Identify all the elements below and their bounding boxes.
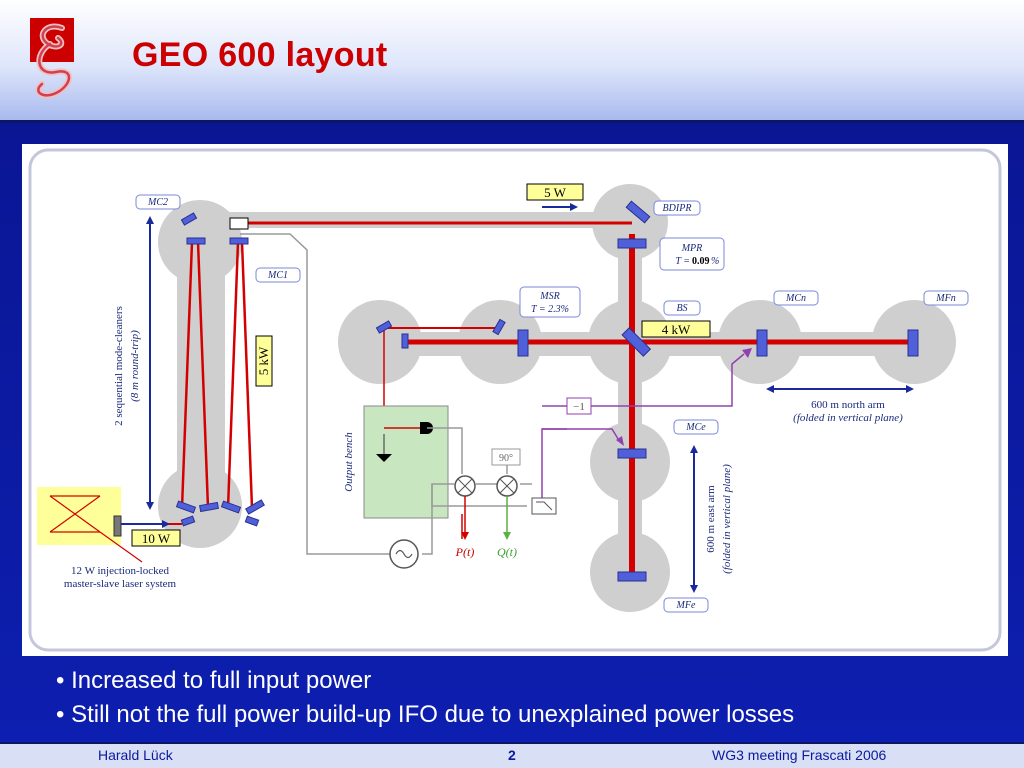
svg-text:2 sequential mode-cleaners: 2 sequential mode-cleaners — [113, 306, 125, 426]
phase-shift-label: 90° — [499, 453, 513, 464]
bullet-item: • Still not the full power build-up IFO … — [56, 701, 795, 728]
geo-logo — [30, 18, 74, 99]
label-mc2: MC2 — [147, 197, 168, 208]
output-bench-label: Output bench — [343, 432, 355, 492]
laser-caption-1: 12 W injection-locked — [71, 565, 169, 577]
label-mfe: MFe — [676, 600, 696, 611]
signal-wiring — [240, 233, 532, 555]
slide-header: GEO 600 layout — [0, 0, 1024, 120]
label-mfn: MFn — [935, 293, 955, 304]
mode-cleaners-annotation: 2 sequential mode-cleaners (8 m round-tr… — [113, 216, 154, 510]
label-mpr: MPR — [681, 243, 703, 254]
geo600-layout-diagram: 5 W 5 kW 4 kW 10 W MC2 MC1 BDIPR MPR T =… — [22, 144, 1008, 656]
slide-title: GEO 600 layout — [132, 36, 388, 74]
diagram-border — [28, 148, 1002, 652]
filter — [531, 497, 557, 515]
mpr-mirror — [617, 238, 647, 249]
label-mcn: MCn — [785, 293, 806, 304]
power-10w: 10 W — [142, 531, 171, 546]
label-mce: MCe — [685, 422, 706, 433]
footer-author: Harald Lück — [98, 747, 173, 763]
mcn-mirror — [756, 329, 768, 357]
photodetector — [420, 422, 433, 434]
laser-beams — [122, 221, 912, 574]
output-p: P(t) — [455, 545, 475, 559]
east-arm-annotation: 600 m east arm (folded in vertical plane… — [690, 445, 733, 593]
isolator — [113, 515, 122, 537]
bullet-list: • Increased to full input power • Still … — [56, 664, 794, 732]
vacuum-system — [158, 184, 956, 612]
slide-footer: Harald Lück 2 WG3 meeting Frascati 2006 — [0, 742, 1024, 768]
bullet-item: • Increased to full input power — [56, 667, 372, 694]
label-mc1: MC1 — [267, 270, 288, 281]
footer-divider — [0, 742, 1024, 744]
mc2-mirror-b — [229, 237, 249, 245]
label-bdipr: BDIPR — [663, 203, 692, 214]
output-bench — [363, 405, 449, 519]
svg-text:%: % — [711, 256, 719, 267]
svg-text:(folded in vertical plane): (folded in vertical plane) — [721, 464, 733, 574]
header-divider — [0, 120, 1024, 123]
svg-text:T =: T = — [675, 256, 690, 267]
photodetector-2 — [376, 454, 392, 462]
beam-splitter — [621, 327, 652, 357]
svg-text:(folded in vertical plane): (folded in vertical plane) — [793, 412, 903, 424]
laser-caption-2: master-slave laser system — [64, 578, 177, 590]
power-5w: 5 W — [544, 185, 567, 200]
mc2-mirror-a — [186, 237, 206, 245]
power-5kw: 5 kW — [256, 346, 271, 375]
svg-text:600 m east arm: 600 m east arm — [705, 485, 717, 553]
mce-mirror — [617, 448, 647, 459]
label-msr: MSR — [539, 291, 559, 302]
north-arm-annotation: 600 m north arm (folded in vertical plan… — [766, 385, 914, 424]
phase-shifter — [491, 448, 521, 466]
svg-text:T = 2.3%: T = 2.3% — [531, 304, 569, 315]
laser-cavity — [49, 495, 143, 563]
mixers — [454, 475, 518, 497]
mfn-mirror — [907, 329, 919, 357]
feedback-loop — [541, 353, 745, 506]
power-labels: 5 W 5 kW 4 kW 10 W — [131, 183, 711, 547]
inverter — [566, 397, 592, 415]
inverter-label: −1 — [573, 401, 585, 413]
power-4kw: 4 kW — [662, 322, 691, 337]
footer-event: WG3 meeting Frascati 2006 — [712, 747, 887, 763]
mirrors — [175, 200, 919, 582]
component-labels: MC2 MC1 BDIPR MPR T = 0.09 % MSR T = 2.3… — [135, 194, 969, 613]
svg-text:(8 m round-trip): (8 m round-trip) — [129, 330, 141, 402]
svg-text:600 m north arm: 600 m north arm — [811, 399, 885, 411]
mfe-mirror — [617, 571, 647, 582]
label-bs: BS — [676, 303, 687, 314]
mc2-window — [229, 217, 249, 230]
footer-page-number: 2 — [508, 747, 516, 763]
msr-mirror — [517, 329, 529, 357]
mpr-transmission: 0.09 — [692, 256, 710, 267]
output-q: Q(t) — [497, 545, 517, 559]
